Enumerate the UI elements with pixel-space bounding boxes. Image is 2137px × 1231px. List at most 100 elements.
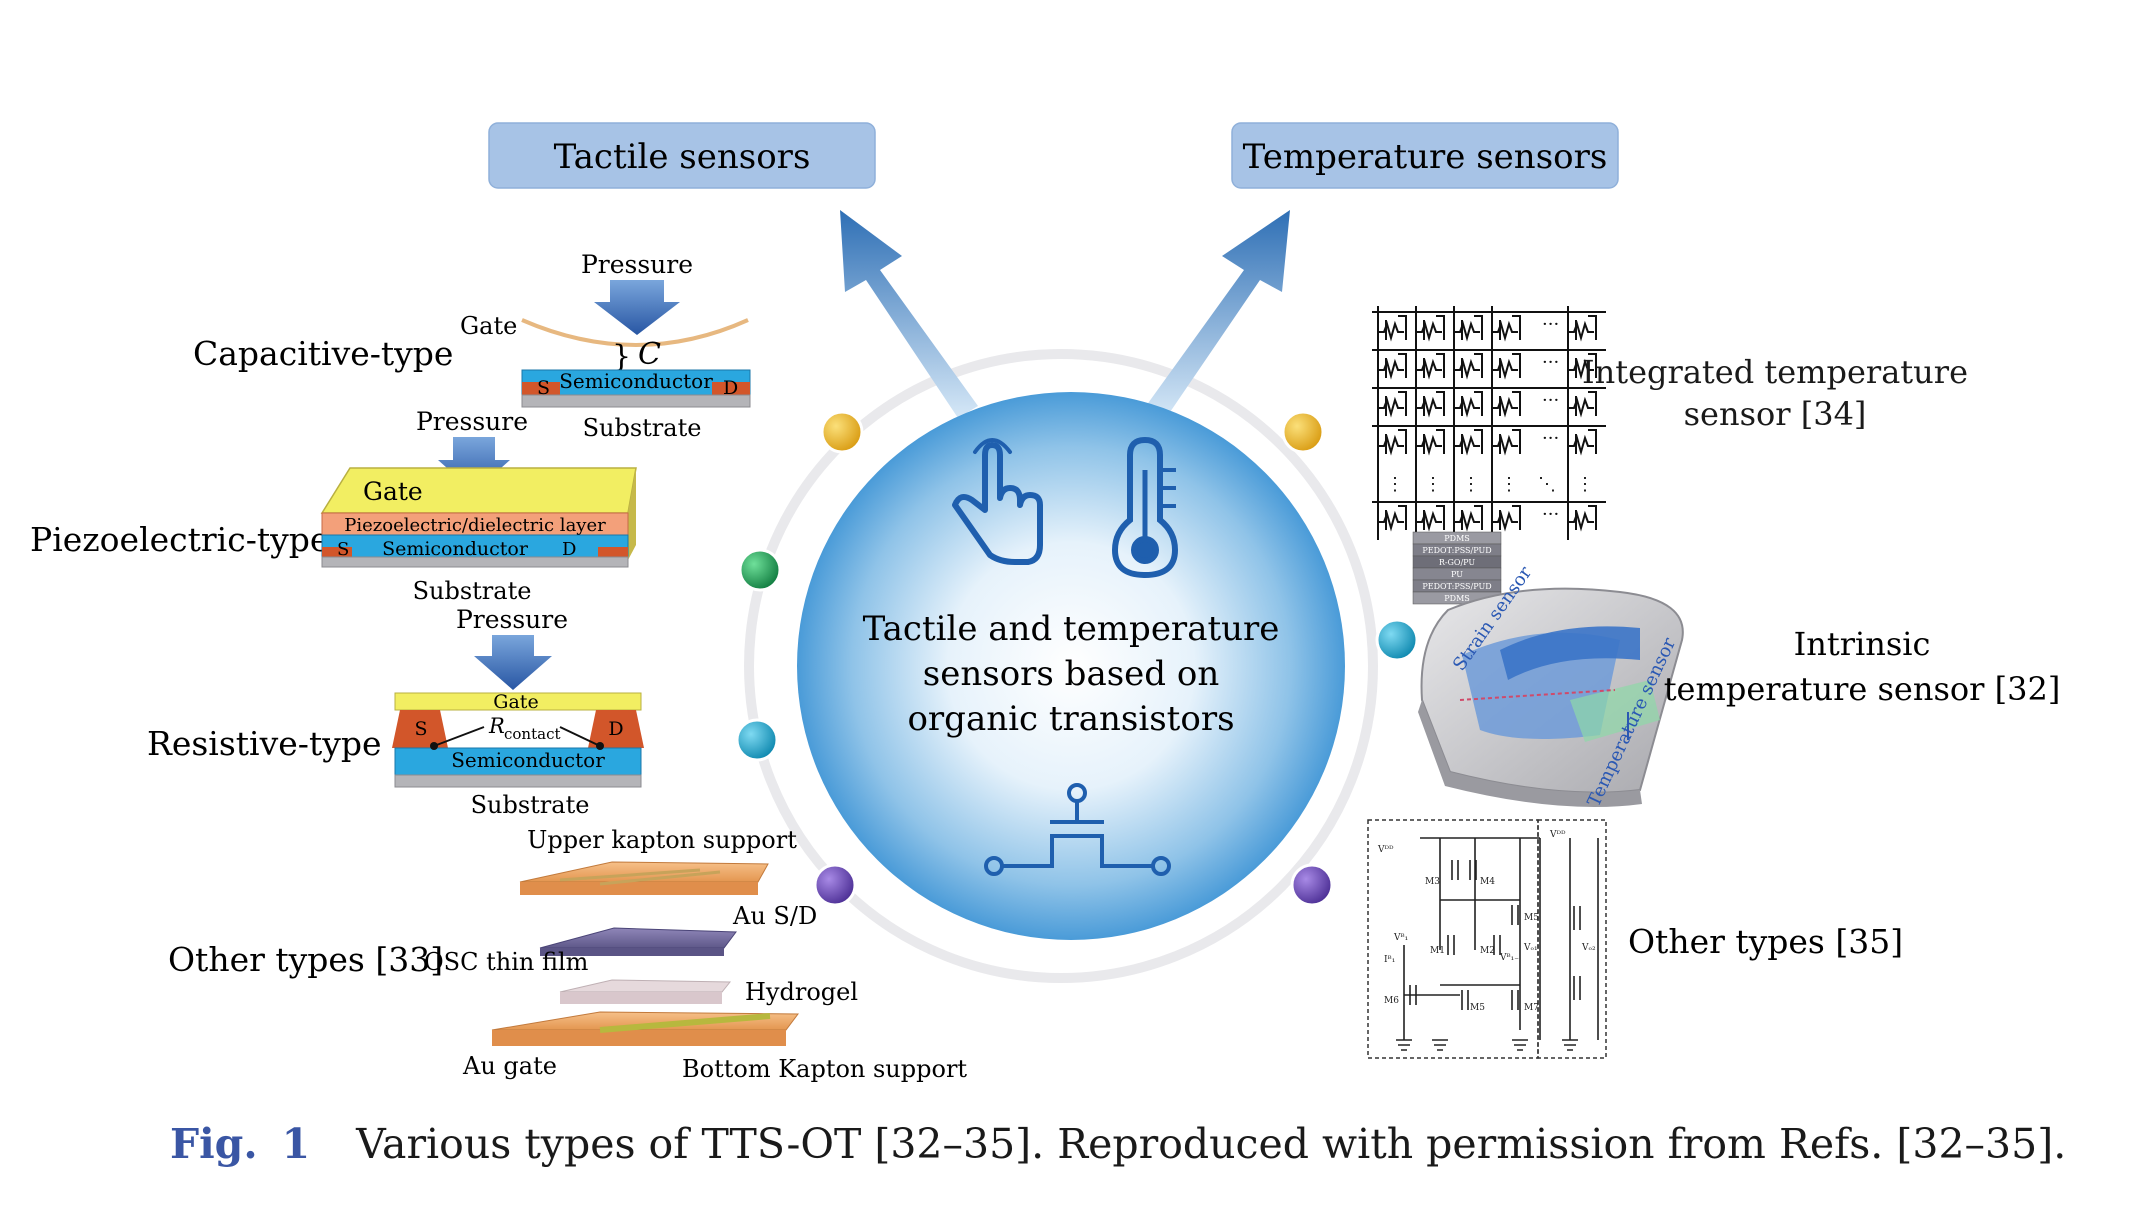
- circuit-label-vb1: Vᴮ₁: [1393, 933, 1408, 943]
- integrated-sensor-array: ···············⋮⋮⋮⋮⋱⋮ Integrated tempera…: [1372, 306, 1968, 540]
- hydrogel-label: Hydrogel: [745, 978, 858, 1006]
- upper-kapton-label: Upper kapton support: [527, 826, 797, 854]
- array-cell: [1568, 315, 1597, 342]
- other-temperature-label: Other types [35]: [1628, 922, 1903, 961]
- outer-ring: [744, 349, 1378, 983]
- circuit-label-m6: M6: [1384, 996, 1399, 1006]
- caption-text: Various types of TTS-OT [32–35]. Reprodu…: [356, 1120, 2067, 1168]
- ellipsis-icon: ⋮: [1386, 474, 1404, 495]
- circuit-label-vb1-minus: Vᴮ₁₋: [1499, 953, 1519, 963]
- temperature-sensors-label: Temperature sensors: [1243, 137, 1608, 177]
- arrow-up-left-icon: [840, 210, 978, 418]
- osc-film-label: OSC thin film: [424, 948, 589, 976]
- resistive-gate-label: Gate: [493, 691, 538, 713]
- piezo-substrate-label: Substrate: [413, 577, 532, 605]
- array-cell: [1378, 429, 1407, 456]
- intrinsic-label-line1: Intrinsic: [1794, 625, 1931, 663]
- dot-teal-left: [735, 718, 779, 762]
- array-cell: [1416, 353, 1445, 380]
- capacitive-type-label: Capacitive-type: [193, 334, 453, 373]
- ellipsis-icon: ⋮: [1576, 474, 1594, 495]
- touch-hand-icon: [952, 438, 1043, 565]
- capacitive-substrate-label: Substrate: [583, 414, 702, 442]
- array-cell: [1378, 391, 1407, 418]
- tactile-sensors-label: Tactile sensors: [554, 137, 811, 177]
- resistive-pressure-label: Pressure: [456, 605, 568, 634]
- arrow-up-right-icon: [1146, 210, 1290, 418]
- center-circle: [797, 392, 1345, 940]
- array-cell: [1568, 505, 1597, 532]
- array-cell: [1492, 505, 1521, 532]
- array-cell: [1568, 353, 1597, 380]
- circuit-label-ib1: Iᴮ₁: [1384, 955, 1395, 965]
- circuit-label-m7: M7: [1524, 1003, 1539, 1013]
- resistive-source-label: S: [414, 718, 427, 740]
- other-tactile-diagram: Other types [33] Upper kapton support Au…: [168, 826, 967, 1083]
- thermometer-icon: [1111, 436, 1179, 579]
- ellipsis-icon: ···: [1542, 314, 1559, 335]
- integrated-sensor-label-line1: Integrated temperature: [1582, 353, 1968, 391]
- piezo-semiconductor-label: Semiconductor: [382, 538, 529, 560]
- circuit-label-m5: M5: [1470, 1003, 1485, 1013]
- resistive-substrate-label: Substrate: [471, 791, 590, 819]
- piezo-gate-label: Gate: [363, 477, 423, 506]
- capacitive-drain-label: D: [723, 377, 738, 399]
- dot-teal-right: [1375, 618, 1419, 662]
- dot-gold-right: [1281, 410, 1325, 454]
- array-cell: [1416, 391, 1445, 418]
- ellipsis-icon: ···: [1542, 352, 1559, 373]
- circuit-label-m4: M4: [1480, 877, 1495, 887]
- array-cell: [1378, 505, 1407, 532]
- piezoelectric-type-label: Piezoelectric-type: [30, 520, 329, 559]
- piezo-pressure-label: Pressure: [416, 407, 528, 436]
- resistive-diagram: Resistive-type Pressure Gate S D R conta…: [147, 605, 644, 819]
- capacitive-semiconductor-label: Semiconductor: [559, 369, 713, 393]
- ellipsis-icon: ⋮: [1500, 474, 1518, 495]
- circuit-label-vdd-left: Vᴰᴰ: [1377, 845, 1394, 855]
- array-cell: [1416, 315, 1445, 342]
- layer-label: PEDOT:PSS/PUD: [1422, 582, 1491, 591]
- array-cell: [1454, 315, 1483, 342]
- capacitance-label: C: [638, 337, 661, 372]
- au-sd-label: Au S/D: [732, 902, 817, 930]
- ellipsis-icon: ⋮: [1424, 474, 1442, 495]
- array-cell: [1416, 505, 1445, 532]
- pressure-arrow-icon: [594, 280, 680, 335]
- other-tactile-label: Other types [33]: [168, 940, 443, 979]
- layer-label: R-GO/PU: [1439, 558, 1476, 567]
- array-cell: [1568, 391, 1597, 418]
- dot-purple-right: [1290, 863, 1334, 907]
- array-cell: [1492, 315, 1521, 342]
- integrated-sensor-label-line2: sensor [34]: [1684, 395, 1867, 433]
- array-cell: [1454, 505, 1483, 532]
- piezoelectric-diagram: Piezoelectric-type Pressure Gate Piezoel…: [30, 407, 637, 605]
- au-gate-label: Au gate: [462, 1052, 557, 1080]
- brace-icon: }: [612, 339, 631, 374]
- circuit-label-m1: M1: [1430, 946, 1445, 956]
- center-title-line2: sensors based on: [923, 654, 1219, 694]
- layer-label: PDMS: [1444, 594, 1469, 603]
- capacitive-pressure-label: Pressure: [581, 250, 693, 279]
- array-cell: [1416, 429, 1445, 456]
- intrinsic-sensor-diagram: PDMSPEDOT:PSS/PUDR-GO/PUPUPEDOT:PSS/PUDP…: [1412, 531, 2061, 810]
- piezo-dielectric-label: Piezoelectric/dielectric layer: [344, 515, 606, 536]
- array-cell: [1454, 429, 1483, 456]
- ellipsis-icon: ⋮: [1462, 474, 1480, 495]
- circuit-label-vdd-right: Vᴰᴰ: [1549, 830, 1566, 840]
- layer-label: PEDOT:PSS/PUD: [1422, 546, 1491, 555]
- ellipsis-icon: ···: [1542, 390, 1559, 411]
- layer-label: PDMS: [1444, 534, 1469, 543]
- dot-gold-left: [820, 410, 864, 454]
- array-cell: [1492, 391, 1521, 418]
- array-cell: [1454, 353, 1483, 380]
- resistance-subscript-label: contact: [504, 725, 561, 743]
- figure-caption: Fig.1 Various types of TTS-OT [32–35]. Re…: [170, 1120, 2070, 1168]
- intrinsic-label-line2: temperature sensor [32]: [1664, 670, 2061, 708]
- pressure-arrow-icon: [474, 635, 552, 690]
- layer-stack: PDMSPEDOT:PSS/PUDR-GO/PUPUPEDOT:PSS/PUDP…: [1412, 531, 1502, 605]
- temperature-sensors-box: Temperature sensors: [1231, 122, 1619, 189]
- circuit-label-vo2: Vₒ₂: [1581, 943, 1596, 953]
- transistor-icon: [984, 783, 1171, 876]
- figure-number: Fig.1: [170, 1120, 311, 1168]
- capacitive-source-label: S: [537, 377, 550, 399]
